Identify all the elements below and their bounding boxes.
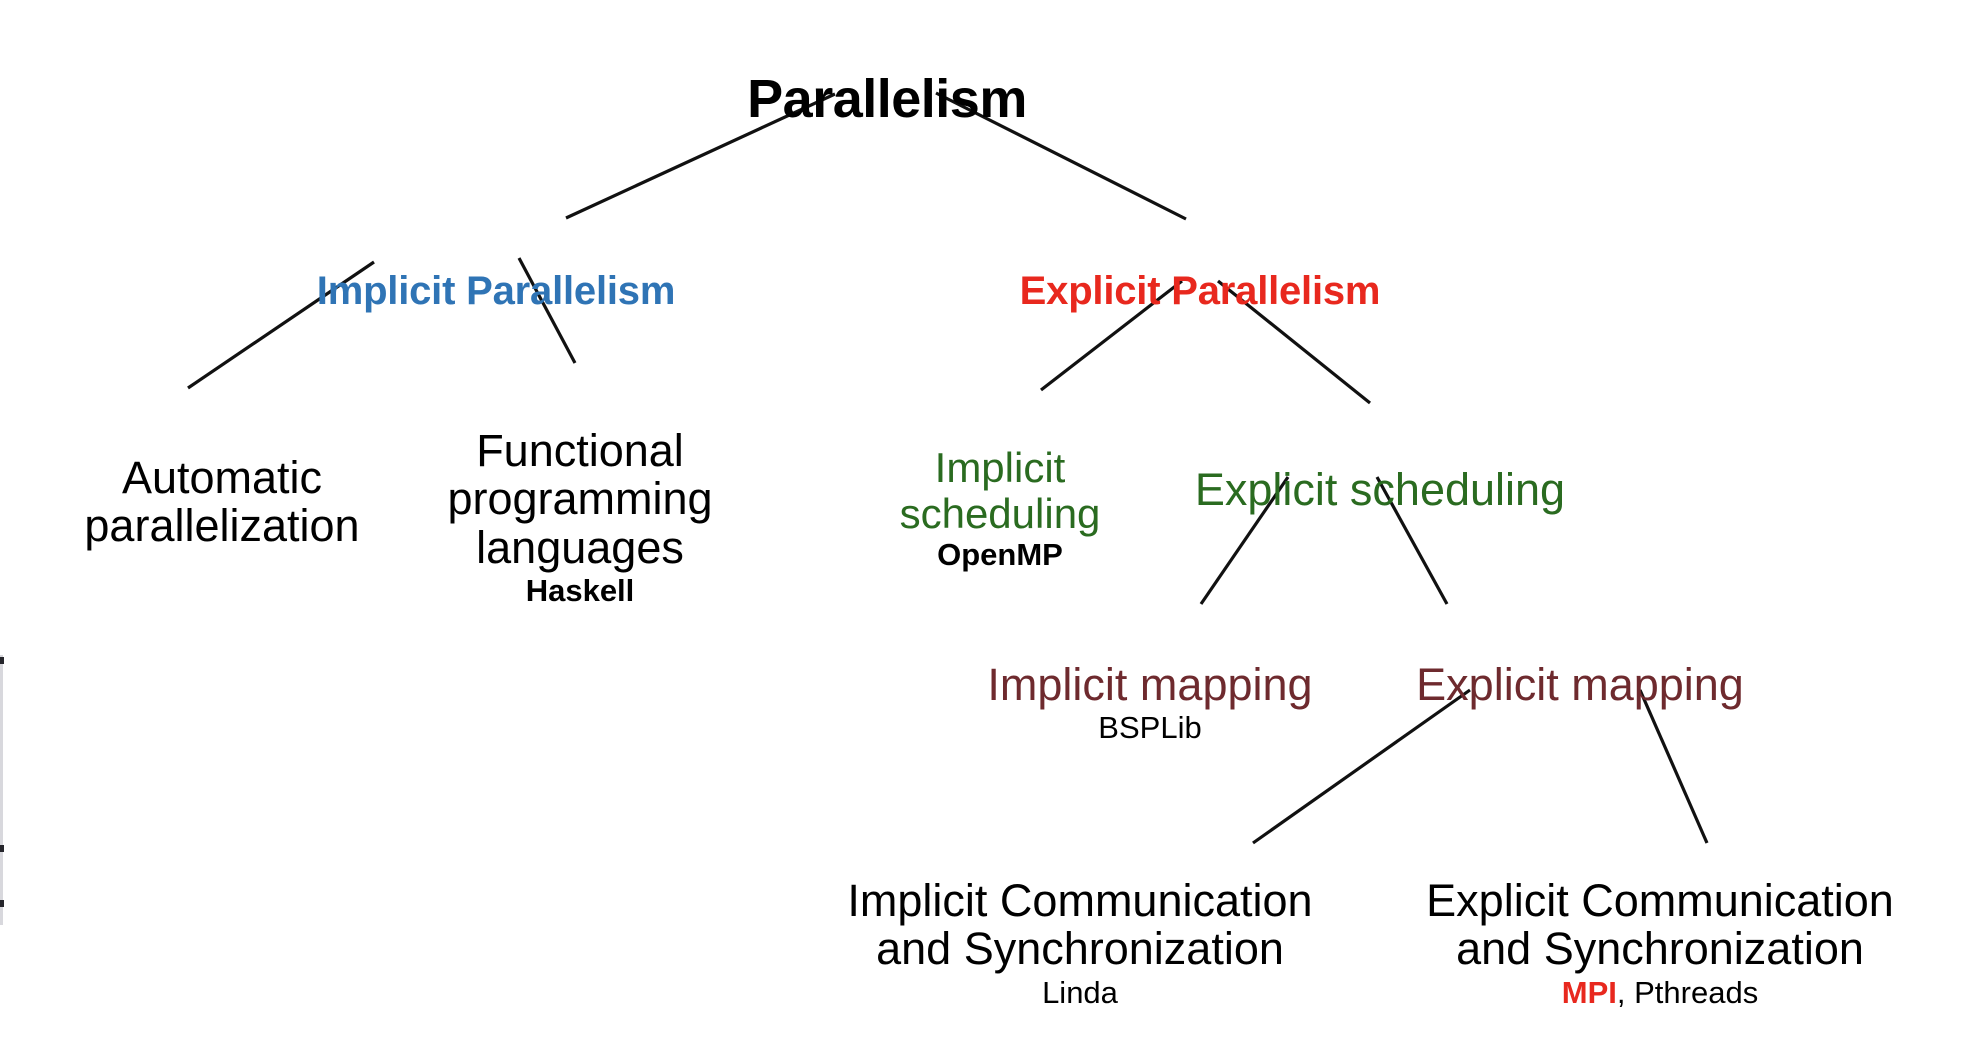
left-edge-tick-1: [0, 657, 4, 664]
node-explicit-communication-example-rest: , Pthreads: [1616, 974, 1759, 1010]
edge-explicit-mapping-to-explicit-communication: [1638, 689, 1709, 844]
node-explicit-mapping-label: Explicit mapping: [1416, 658, 1744, 710]
node-implicit-parallelism-label: Implicit Parallelism: [316, 269, 676, 314]
node-implicit-scheduling-example: OpenMP: [937, 537, 1063, 573]
node-automatic-parallelization: Automatic parallelization: [22, 405, 422, 551]
node-implicit-communication-example: Linda: [1042, 974, 1118, 1010]
node-explicit-communication-label: Explicit Communication and Synchronizati…: [1426, 874, 1894, 975]
node-implicit-communication: Implicit Communication and Synchronizati…: [760, 828, 1400, 1054]
node-implicit-scheduling-label: Implicit scheduling: [899, 444, 1101, 537]
node-implicit-scheduling: Implicit scheduling OpenMP: [850, 400, 1150, 618]
node-explicit-parallelism-label: Explicit Parallelism: [1019, 269, 1381, 314]
node-explicit-mapping: Explicit mapping: [1370, 612, 1790, 709]
node-explicit-scheduling: Explicit scheduling: [1180, 417, 1580, 514]
node-implicit-mapping: Implicit mapping BSPLib: [940, 612, 1360, 794]
node-implicit-parallelism: Implicit Parallelism: [216, 227, 776, 313]
node-functional-programming-example: Haskell: [525, 573, 635, 609]
node-automatic-parallelization-label: Automatic parallelization: [84, 451, 360, 552]
node-explicit-communication-example-primary: MPI: [1561, 974, 1617, 1010]
node-root: Parallelism: [637, 12, 1137, 129]
left-edge-artifact: [0, 655, 3, 925]
node-explicit-scheduling-label: Explicit scheduling: [1194, 463, 1566, 515]
node-implicit-mapping-label: Implicit mapping: [987, 658, 1313, 710]
node-implicit-mapping-example: BSPLib: [1098, 710, 1202, 746]
left-edge-tick-3: [0, 900, 4, 907]
node-explicit-communication-example-line: MPI, Pthreads: [1340, 975, 1974, 1011]
node-root-label: Parallelism: [747, 69, 1027, 130]
left-edge-tick-2: [0, 845, 4, 852]
node-implicit-communication-label: Implicit Communication and Synchronizati…: [847, 874, 1313, 975]
node-functional-programming: Functional programming languages Haskell: [380, 378, 780, 658]
node-explicit-parallelism: Explicit Parallelism: [920, 227, 1480, 313]
node-explicit-communication: Explicit Communication and Synchronizati…: [1340, 828, 1974, 1054]
node-functional-programming-label: Functional programming languages: [447, 424, 713, 573]
